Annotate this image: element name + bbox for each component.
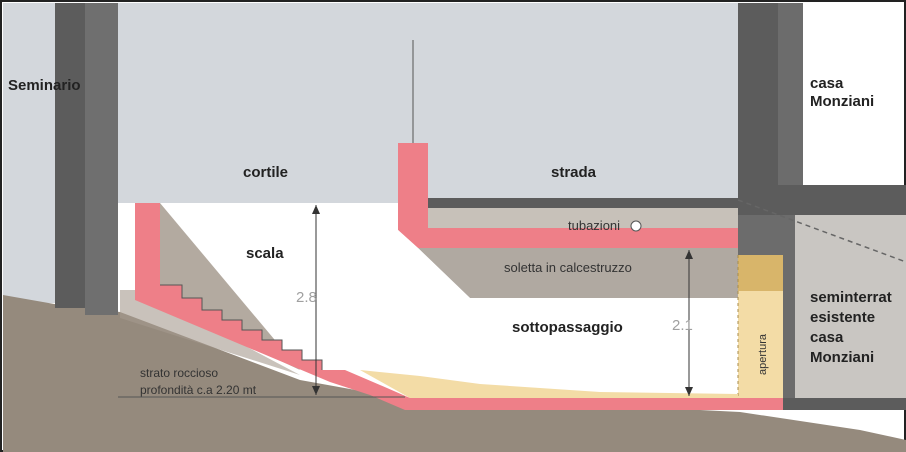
seminterrato-room [795,215,906,400]
label-casa-monziani-2: Monziani [810,93,874,110]
apertura-opening [738,291,783,398]
stair-structure [135,203,783,410]
sky-area [3,3,738,203]
ground [3,295,906,452]
monziani-lower-wall2 [783,215,795,410]
passage-interior [160,203,738,398]
label-seminterrato-3: casa [810,329,844,346]
label-strato-1: strato roccioso [140,366,218,380]
label-dimension-left: 2.8 [296,289,317,306]
label-seminterrato-1: seminterrat [810,289,892,306]
monziani-floor [783,398,906,410]
label-sottopassaggio: sottopassaggio [512,319,623,336]
pipe-marker [630,220,642,232]
seminario-wall-light [85,3,118,315]
label-apertura: apertura [757,333,769,375]
monziani-floor-band [778,185,906,215]
label-tubazioni: tubazioni [568,218,620,233]
structure-wall-top [398,143,738,248]
dimension-arrow-left-top [312,205,320,214]
label-soletta: soletta in calcestruzzo [504,260,632,275]
fill-material [360,370,738,398]
apertura-opening-top [738,255,783,291]
strada-deck [428,198,738,208]
seminario-wall [55,3,85,308]
dimension-arrow-right-top [685,250,693,259]
label-seminterrato-2: esistente [810,309,875,326]
label-strato-2: profondità c.a 2.20 mt [140,383,257,397]
label-seminterrato-4: Monziani [810,349,874,366]
monziani-wall-upper [738,3,778,215]
label-scala: scala [246,245,284,262]
dimension-arrow-right-bottom [685,387,693,396]
soletta-slab [418,248,738,298]
label-dimension-right: 2.1 [672,317,693,334]
label-cortile: cortile [243,164,288,181]
dimension-arrow-left-bottom [312,386,320,395]
monziani-wall-side [778,3,803,215]
stair-backfill [150,203,300,370]
dashed-guide [737,199,906,263]
label-strada: strada [551,164,597,181]
monziani-lower-wall [738,215,788,255]
label-seminario: Seminario [8,77,81,94]
label-casa-monziani-1: casa [810,75,844,92]
stair-steps [160,284,323,370]
